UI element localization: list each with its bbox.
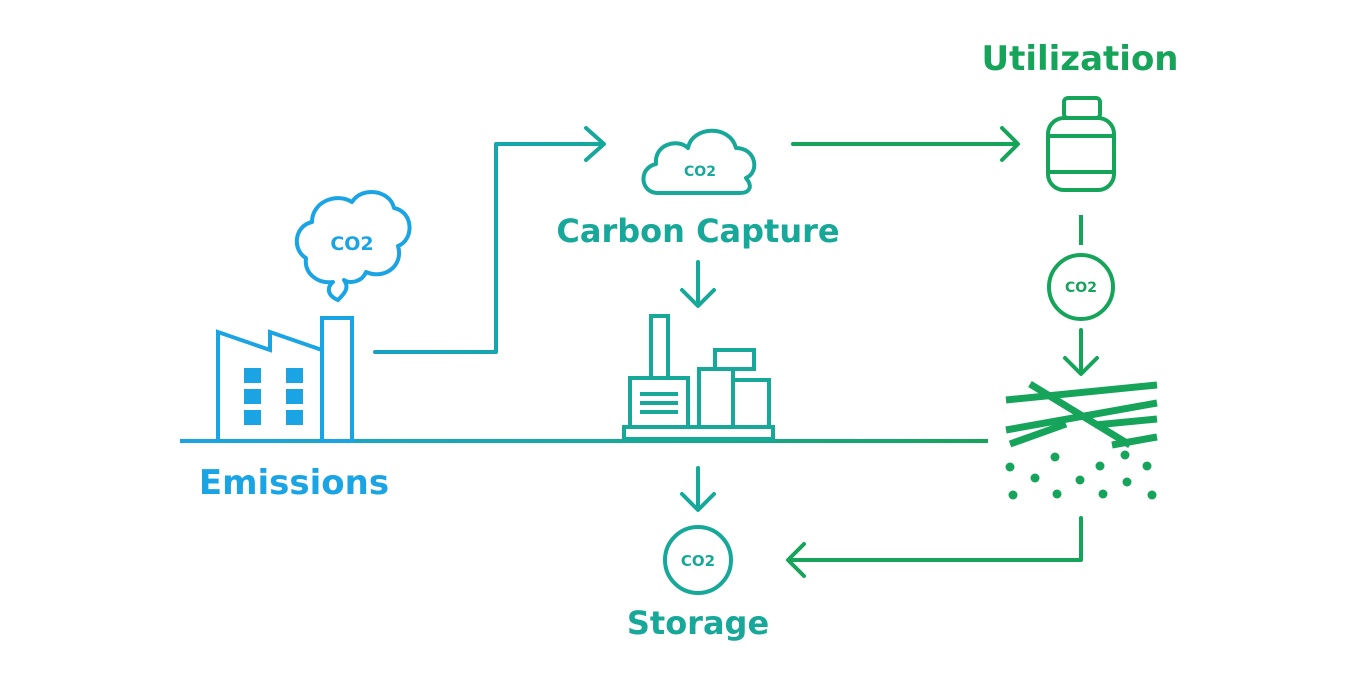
utilization-co2-badge: [1047, 253, 1115, 321]
cloud-co2-label: CO2: [684, 164, 716, 180]
capture-down-arrow: [680, 260, 716, 308]
emissions-to-capture-arrow: [373, 126, 606, 354]
capture-cloud-icon: [641, 128, 757, 195]
storage-co2-label: CO2: [681, 552, 715, 570]
storage-label: Storage: [627, 604, 769, 642]
utilization-down-arrow: [1063, 328, 1099, 376]
emissions-label: Emissions: [199, 463, 389, 503]
capture-plant-icon: [622, 314, 775, 441]
smoke-cloud-icon: [295, 189, 412, 302]
smoke-co2-label: CO2: [330, 233, 373, 255]
utilization-label: Utilization: [981, 39, 1178, 79]
capture-to-utilization-arrow: [791, 126, 1020, 162]
soil-dots-icon: [1005, 450, 1157, 500]
storage-down-arrow: [680, 466, 716, 512]
emissions-factory-icon: [216, 316, 354, 443]
rock-layers-icon: [1005, 381, 1158, 449]
storage-co2-badge: [663, 525, 733, 595]
gas-tank-icon: [1046, 96, 1116, 192]
capture-label: Carbon Capture: [556, 212, 839, 250]
utilization-co2-label: CO2: [1065, 280, 1097, 296]
utilization-to-storage-arrow: [786, 516, 1083, 578]
